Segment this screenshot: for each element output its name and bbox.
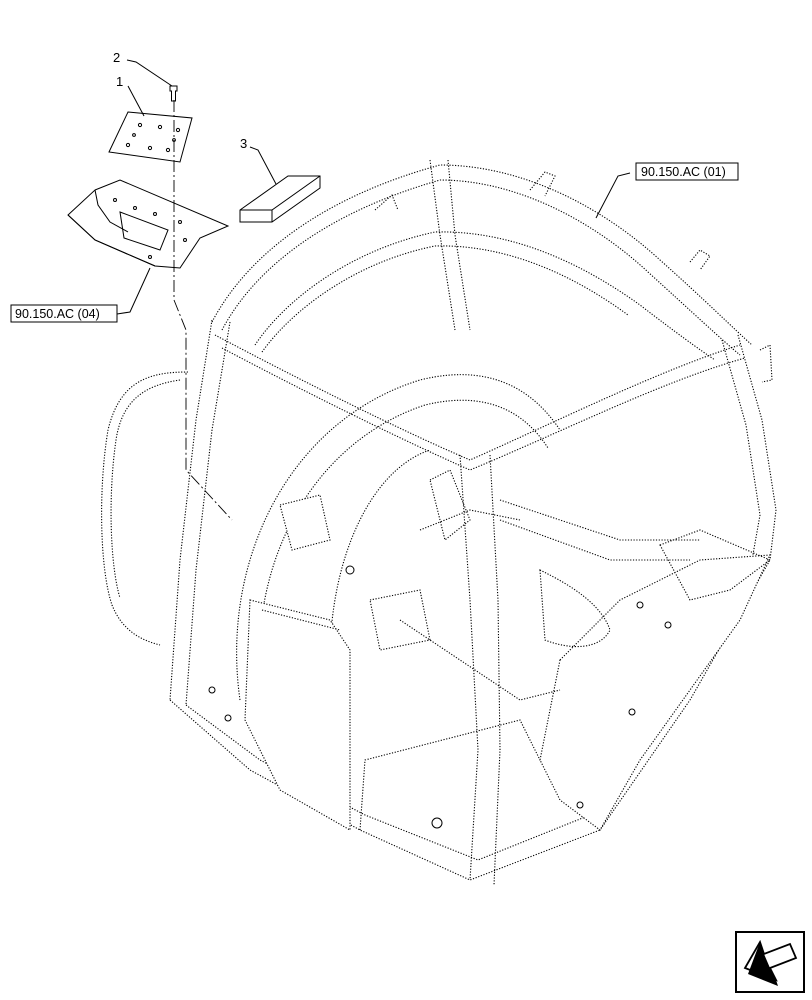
- callout-3: 3: [240, 136, 247, 151]
- leader-2: [126, 59, 173, 87]
- leader-1: [127, 85, 145, 117]
- part-bolt: [169, 85, 178, 102]
- part-floor-panel: [67, 179, 230, 269]
- ref-label-cab: 90.150.AC (01): [641, 165, 726, 179]
- arrow-return-icon[interactable]: [735, 931, 805, 993]
- ref-box-floor: [10, 304, 118, 323]
- assembly-axis: [173, 100, 233, 521]
- callout-2: 2: [113, 50, 120, 65]
- part-cover-plate: [108, 111, 193, 163]
- leader-ref-floor: [116, 267, 151, 315]
- cab-frame: [101, 159, 777, 886]
- callout-1: 1: [116, 74, 123, 89]
- leader-ref-cab: [595, 172, 631, 219]
- part-seal-strip: [239, 175, 321, 223]
- ref-box-cab: [635, 162, 739, 181]
- ref-label-floor: 90.150.AC (04): [15, 307, 100, 321]
- leader-3: [249, 146, 277, 185]
